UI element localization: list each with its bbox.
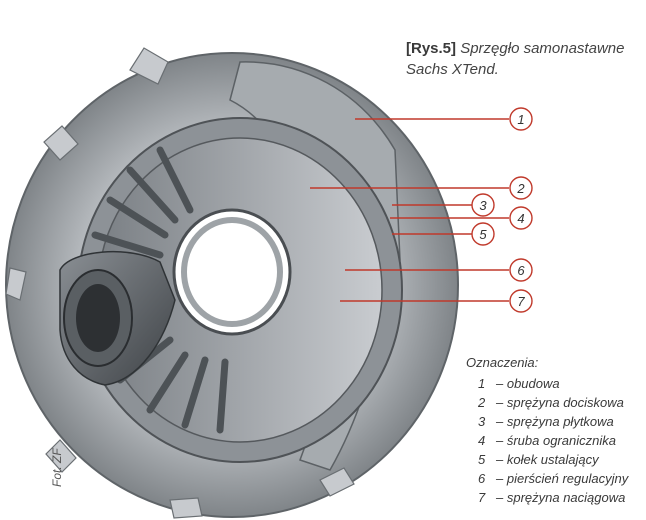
legend-text: sprężyna naciągowa xyxy=(506,490,626,505)
legend-item: 3– sprężyna płytkowa xyxy=(478,414,614,429)
legend-num: 4 xyxy=(478,433,486,448)
legend-num: 6 xyxy=(478,471,486,486)
callout-circle-5 xyxy=(471,222,495,246)
legend-item: 6– pierścień regulacyjny xyxy=(478,471,629,486)
figure-tag: [Rys.5] xyxy=(406,40,457,57)
legend-num: 7 xyxy=(478,490,486,505)
legend-item: 7– sprężyna naciągowa xyxy=(478,490,626,505)
legend-num: 1 xyxy=(478,376,486,391)
legend-text: śruba ogranicznika xyxy=(506,433,616,448)
legend-title: Oznaczenia: xyxy=(466,355,539,370)
legend-item: 4– śruba ogranicznika xyxy=(478,433,616,448)
legend: Oznaczenia: 1– obudowa 2– sprężyna docis… xyxy=(466,353,644,507)
legend-item: 1– obudowa xyxy=(478,376,560,391)
callout-lines xyxy=(310,118,509,302)
legend-num: 2 xyxy=(478,395,486,410)
legend-text: sprężyna płytkowa xyxy=(506,414,614,429)
callout-label-4: 4 xyxy=(517,211,524,226)
figure-caption: [Rys.5] Sprzęgło samonastawne Sachs XTen… xyxy=(406,38,642,80)
callout-circle-6 xyxy=(509,258,533,282)
callout-label-3: 3 xyxy=(479,198,487,213)
legend-text: kołek ustalający xyxy=(506,452,599,467)
callout-label-6: 6 xyxy=(517,263,525,278)
legend-text: sprężyna dociskowa xyxy=(506,395,624,410)
callout-circle-4 xyxy=(509,206,533,230)
legend-item: 2– sprężyna dociskowa xyxy=(478,395,624,410)
callout-circle-2 xyxy=(509,176,533,200)
callout-label-1: 1 xyxy=(517,112,524,127)
callout-label-2: 2 xyxy=(516,181,525,196)
figure-caption-text: Sprzęgło samonastawne Sachs XTend. xyxy=(406,40,625,78)
callout-label-5: 5 xyxy=(479,227,487,242)
legend-text: pierścień regulacyjny xyxy=(506,471,629,486)
housing-lugs xyxy=(5,47,355,519)
release-bearing xyxy=(59,251,176,386)
legend-num: 5 xyxy=(478,452,486,467)
callout-circle-3 xyxy=(471,193,495,217)
photo-credit: Fot. ZF xyxy=(50,448,64,487)
callout-circle-7 xyxy=(509,289,533,313)
center-hole xyxy=(172,208,292,336)
callout-label-7: 7 xyxy=(517,294,525,309)
legend-item: 5– kołek ustalający xyxy=(478,452,599,467)
callout-circles xyxy=(471,107,533,313)
legend-text: obudowa xyxy=(506,376,560,391)
callout-circle-1 xyxy=(509,107,533,131)
legend-num: 3 xyxy=(478,414,486,429)
